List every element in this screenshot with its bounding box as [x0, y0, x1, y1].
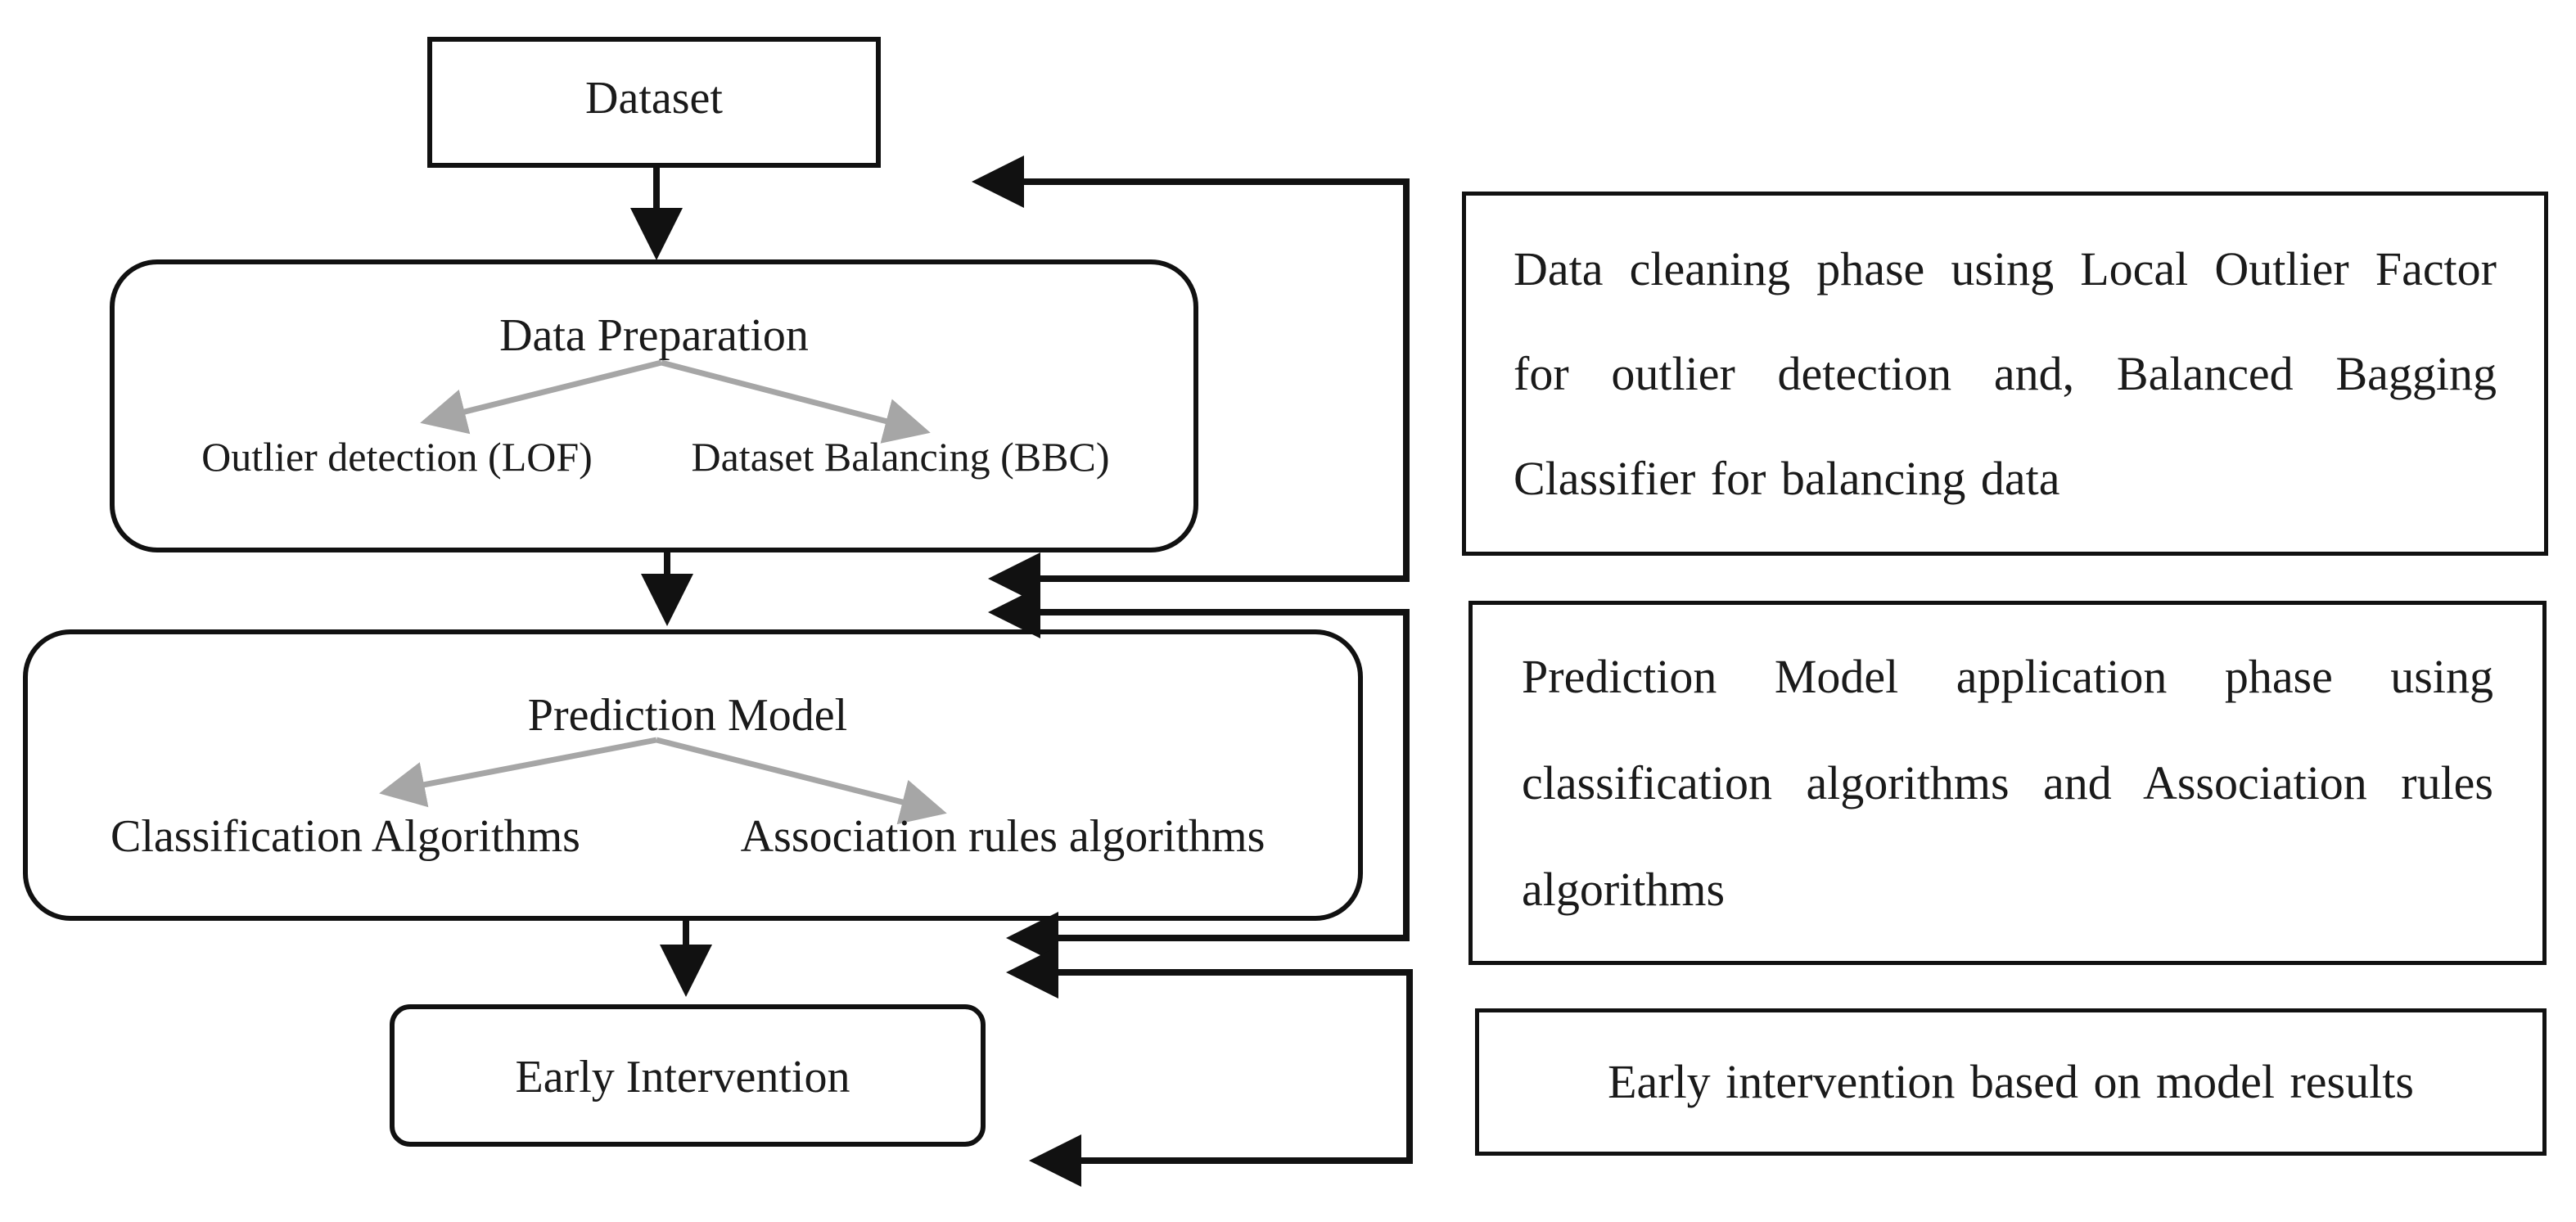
data-preparation-title: Data Preparation	[499, 310, 809, 361]
early-intervention-box	[390, 1004, 986, 1147]
outlier-detection-label: Outlier detection (LOF)	[201, 434, 593, 480]
branch-arrow-classification	[379, 737, 657, 808]
branch-arrow-balancing	[661, 359, 931, 444]
prediction-model-title: Prediction Model	[528, 690, 847, 741]
note-data-cleaning-box: Data cleaning phase using Local Outlier …	[1462, 192, 2548, 556]
dataset-label: Dataset	[585, 73, 723, 124]
prediction-model-box	[23, 629, 1363, 921]
branch-arrow-outlier	[420, 359, 662, 435]
note-prediction-text: Prediction Model application phase using…	[1522, 649, 2493, 916]
note-intervention-text: Early intervention based on model result…	[1608, 1055, 2414, 1109]
note-intervention-box: Early intervention based on model result…	[1475, 1008, 2547, 1156]
note-data-cleaning-text: Data cleaning phase using Local Outlier …	[1514, 241, 2497, 505]
dataset-box	[427, 37, 881, 168]
data-preparation-box	[110, 259, 1198, 552]
association-rules-label: Association rules algorithms	[741, 811, 1265, 862]
classification-algorithms-label: Classification Algorithms	[111, 811, 580, 862]
dataset-balancing-label: Dataset Balancing (BBC)	[692, 434, 1110, 480]
branch-arrow-association	[656, 737, 947, 825]
note-prediction-box: Prediction Model application phase using…	[1468, 601, 2547, 965]
early-intervention-label: Early Intervention	[516, 1052, 850, 1103]
